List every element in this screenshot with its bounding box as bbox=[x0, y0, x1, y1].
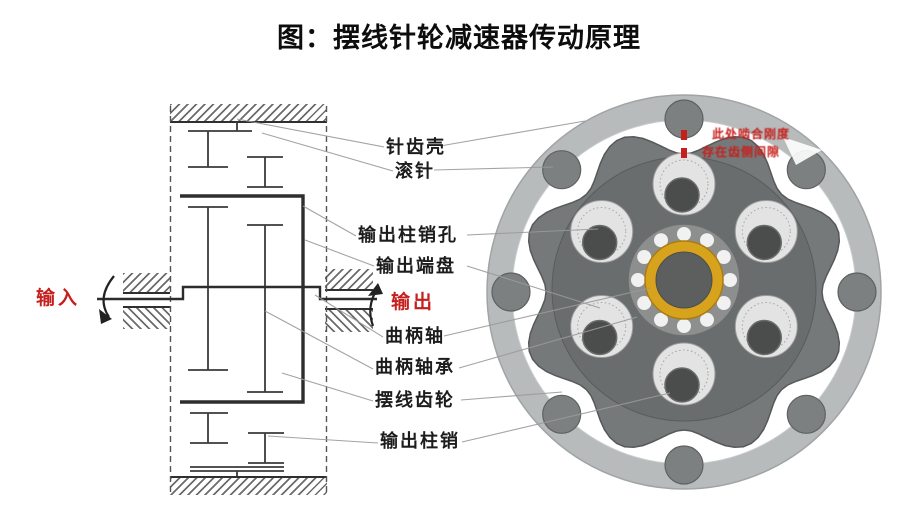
output-carrier-outline bbox=[180, 194, 305, 404]
label-pin-gear-housing: 针齿壳 bbox=[386, 137, 446, 158]
housing-ground-hatch-bottom bbox=[170, 476, 327, 495]
roller-pin-icon bbox=[542, 394, 582, 434]
bearing-roller-icon bbox=[723, 273, 737, 287]
roller-pins bbox=[491, 99, 877, 485]
input-bearing-hatch-top bbox=[123, 273, 170, 294]
roller-pin-icon bbox=[837, 272, 877, 312]
label-crank-bearing: 曲柄轴承 bbox=[375, 357, 455, 378]
bearing-rollers bbox=[631, 227, 737, 333]
bearing-roller-icon bbox=[637, 296, 652, 310]
output-label: 输出 bbox=[391, 291, 436, 313]
roller-pin-icon bbox=[786, 394, 826, 434]
red-tick-mark bbox=[681, 130, 687, 140]
red-tick-mark bbox=[681, 148, 687, 158]
kinematic-schematic bbox=[97, 106, 383, 492]
roller-pin-icon bbox=[491, 272, 531, 312]
label-cycloid-gear: 摆线齿轮 bbox=[375, 390, 455, 411]
annotation-line-1: 此处啮合刚度 bbox=[712, 127, 791, 141]
output-pin-icon bbox=[581, 319, 618, 356]
roller-pin-icon bbox=[542, 150, 582, 190]
crank-center-bore bbox=[655, 251, 713, 309]
output-pin-holes bbox=[570, 152, 798, 406]
input-label: 输入 bbox=[36, 287, 81, 309]
leader-lines bbox=[236, 118, 671, 444]
crank-shaft-line bbox=[97, 285, 377, 301]
bearing-roller-icon bbox=[677, 227, 691, 241]
output-pin-icon bbox=[581, 224, 618, 261]
bearing-roller-icon bbox=[654, 312, 668, 327]
housing-ground-hatch-top bbox=[170, 104, 327, 123]
bearing-roller-icon bbox=[654, 233, 668, 248]
bearing-roller-icon bbox=[700, 233, 714, 248]
roller-pin-icon bbox=[664, 445, 704, 485]
output-pin-icon bbox=[746, 319, 783, 356]
reducer-section-view bbox=[486, 94, 882, 490]
input-bearing-hatch-bottom bbox=[123, 306, 170, 329]
input-rotation-arrow bbox=[102, 275, 115, 318]
bearing-roller-icon bbox=[637, 250, 652, 264]
output-pin-icon bbox=[664, 367, 700, 403]
bearing-roller-icon bbox=[677, 319, 691, 333]
label-output-pin-hole: 输出柱销孔 bbox=[358, 225, 458, 246]
output-arrowhead-icon bbox=[368, 283, 383, 296]
label-output-end-disc: 输出端盘 bbox=[376, 256, 456, 277]
output-pin-icon bbox=[746, 224, 783, 261]
output-bearing-hatch-top bbox=[325, 269, 373, 291]
label-roller-pin: 滚针 bbox=[395, 161, 435, 182]
annotation-line-2: 存在齿侧间隙 bbox=[702, 145, 781, 159]
bearing-roller-icon bbox=[716, 296, 731, 310]
input-arrowhead-icon bbox=[99, 309, 112, 324]
output-bearing-hatch-bottom bbox=[325, 308, 373, 332]
label-output-pin: 输出柱销 bbox=[380, 431, 460, 452]
figure-title: 图：摆线针轮减速器传动原理 bbox=[277, 23, 641, 54]
mesh-highlight-wedge bbox=[783, 137, 822, 165]
bearing-roller-icon bbox=[631, 273, 645, 287]
bearing-roller-icon bbox=[700, 312, 714, 327]
label-crank-shaft: 曲柄轴 bbox=[385, 326, 445, 347]
output-pin-icon bbox=[664, 177, 700, 213]
bearing-roller-icon bbox=[716, 250, 731, 264]
